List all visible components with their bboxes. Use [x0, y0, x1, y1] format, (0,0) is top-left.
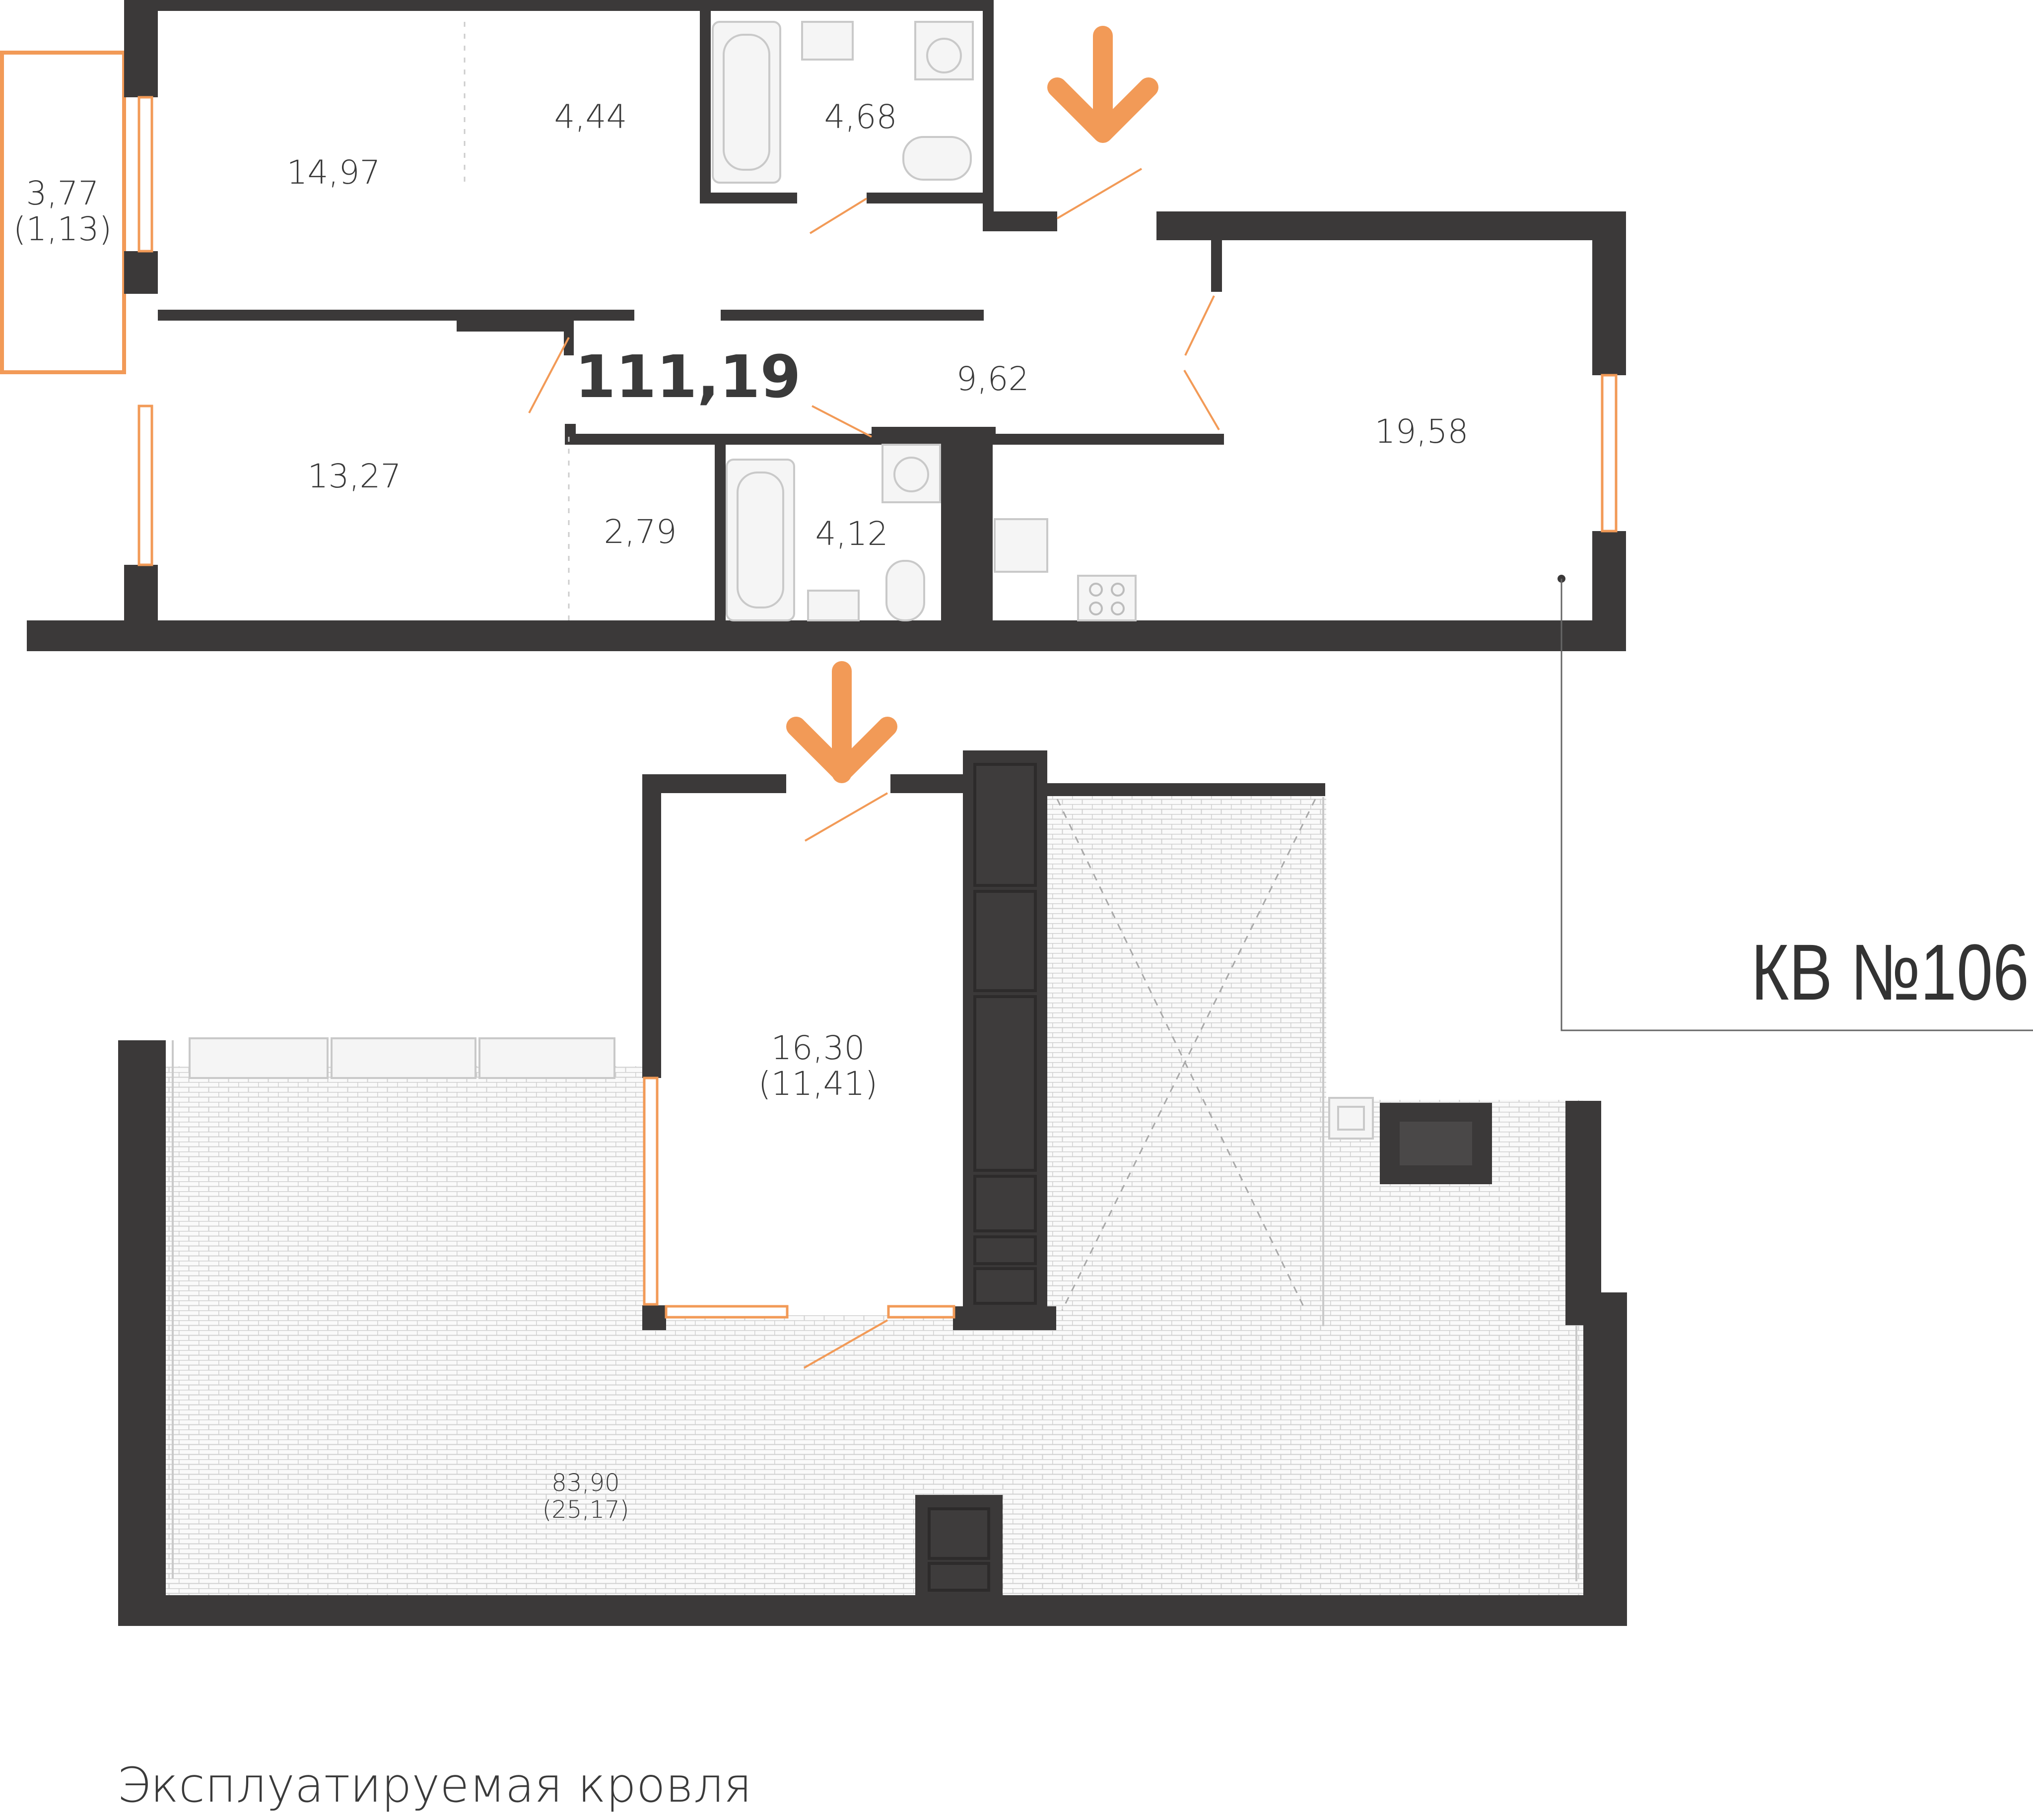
hall-area: 9,62 [956, 360, 1029, 398]
balcony-area: 3,77 [26, 174, 99, 212]
window [643, 1077, 659, 1306]
doors [528, 168, 1220, 438]
stove-icon [1077, 575, 1137, 621]
sink-icon [807, 590, 860, 621]
apartment-leader [1558, 575, 2033, 1031]
apartment-number: КВ №106 [1751, 928, 2029, 1016]
total-area: 111,19 [575, 342, 801, 411]
toilet-icon [885, 560, 925, 621]
window [665, 1305, 789, 1319]
entrance-arrow-icon [786, 661, 897, 783]
walls [27, 0, 1626, 651]
kitchen-sink-icon [994, 518, 1048, 573]
entrance-arrow-icon [1047, 26, 1158, 143]
skylight-lines [1056, 799, 1316, 1311]
roof-room-reduced-area: (11,41) [758, 1065, 878, 1103]
roof-caption: Эксплуатируемая кровля [117, 1757, 752, 1813]
washing-machine-icon [914, 21, 974, 80]
roof-terrace-area: 83,90 [551, 1469, 619, 1497]
washing-machine-icon [881, 444, 941, 503]
dressing-1-area: 4,44 [554, 98, 627, 136]
window [137, 404, 153, 566]
window [137, 96, 153, 253]
roof-doors [804, 792, 888, 1369]
window [1601, 374, 1618, 533]
bedroom-2-area: 13,27 [308, 457, 402, 495]
toilet-icon [902, 136, 972, 181]
balcony [0, 51, 126, 374]
bathroom-1-area: 4,68 [824, 98, 897, 136]
kitchen-living-area: 19,58 [1375, 412, 1469, 451]
shaft-details [928, 763, 1472, 1592]
balcony-reduced-area: (1,13) [13, 210, 112, 248]
roof-level: 16,30 (11,41) 83,90 (25,17) [118, 661, 1627, 1626]
roof-terrace [166, 796, 1587, 1595]
window [887, 1305, 955, 1319]
upper-level: 3,77 (1,13) 14,97 4,44 4,68 9,62 19,58 1… [0, 0, 1626, 651]
planters [189, 1037, 615, 1079]
roof-terrace-reduced-area: (25,17) [542, 1496, 629, 1524]
roof-room-area: 16,30 [771, 1029, 865, 1067]
dressing-2-area: 2,79 [604, 513, 677, 551]
bathroom-2-area: 4,12 [815, 515, 888, 553]
sink-icon [801, 21, 854, 61]
bedroom-1-area: 14,97 [287, 153, 381, 192]
